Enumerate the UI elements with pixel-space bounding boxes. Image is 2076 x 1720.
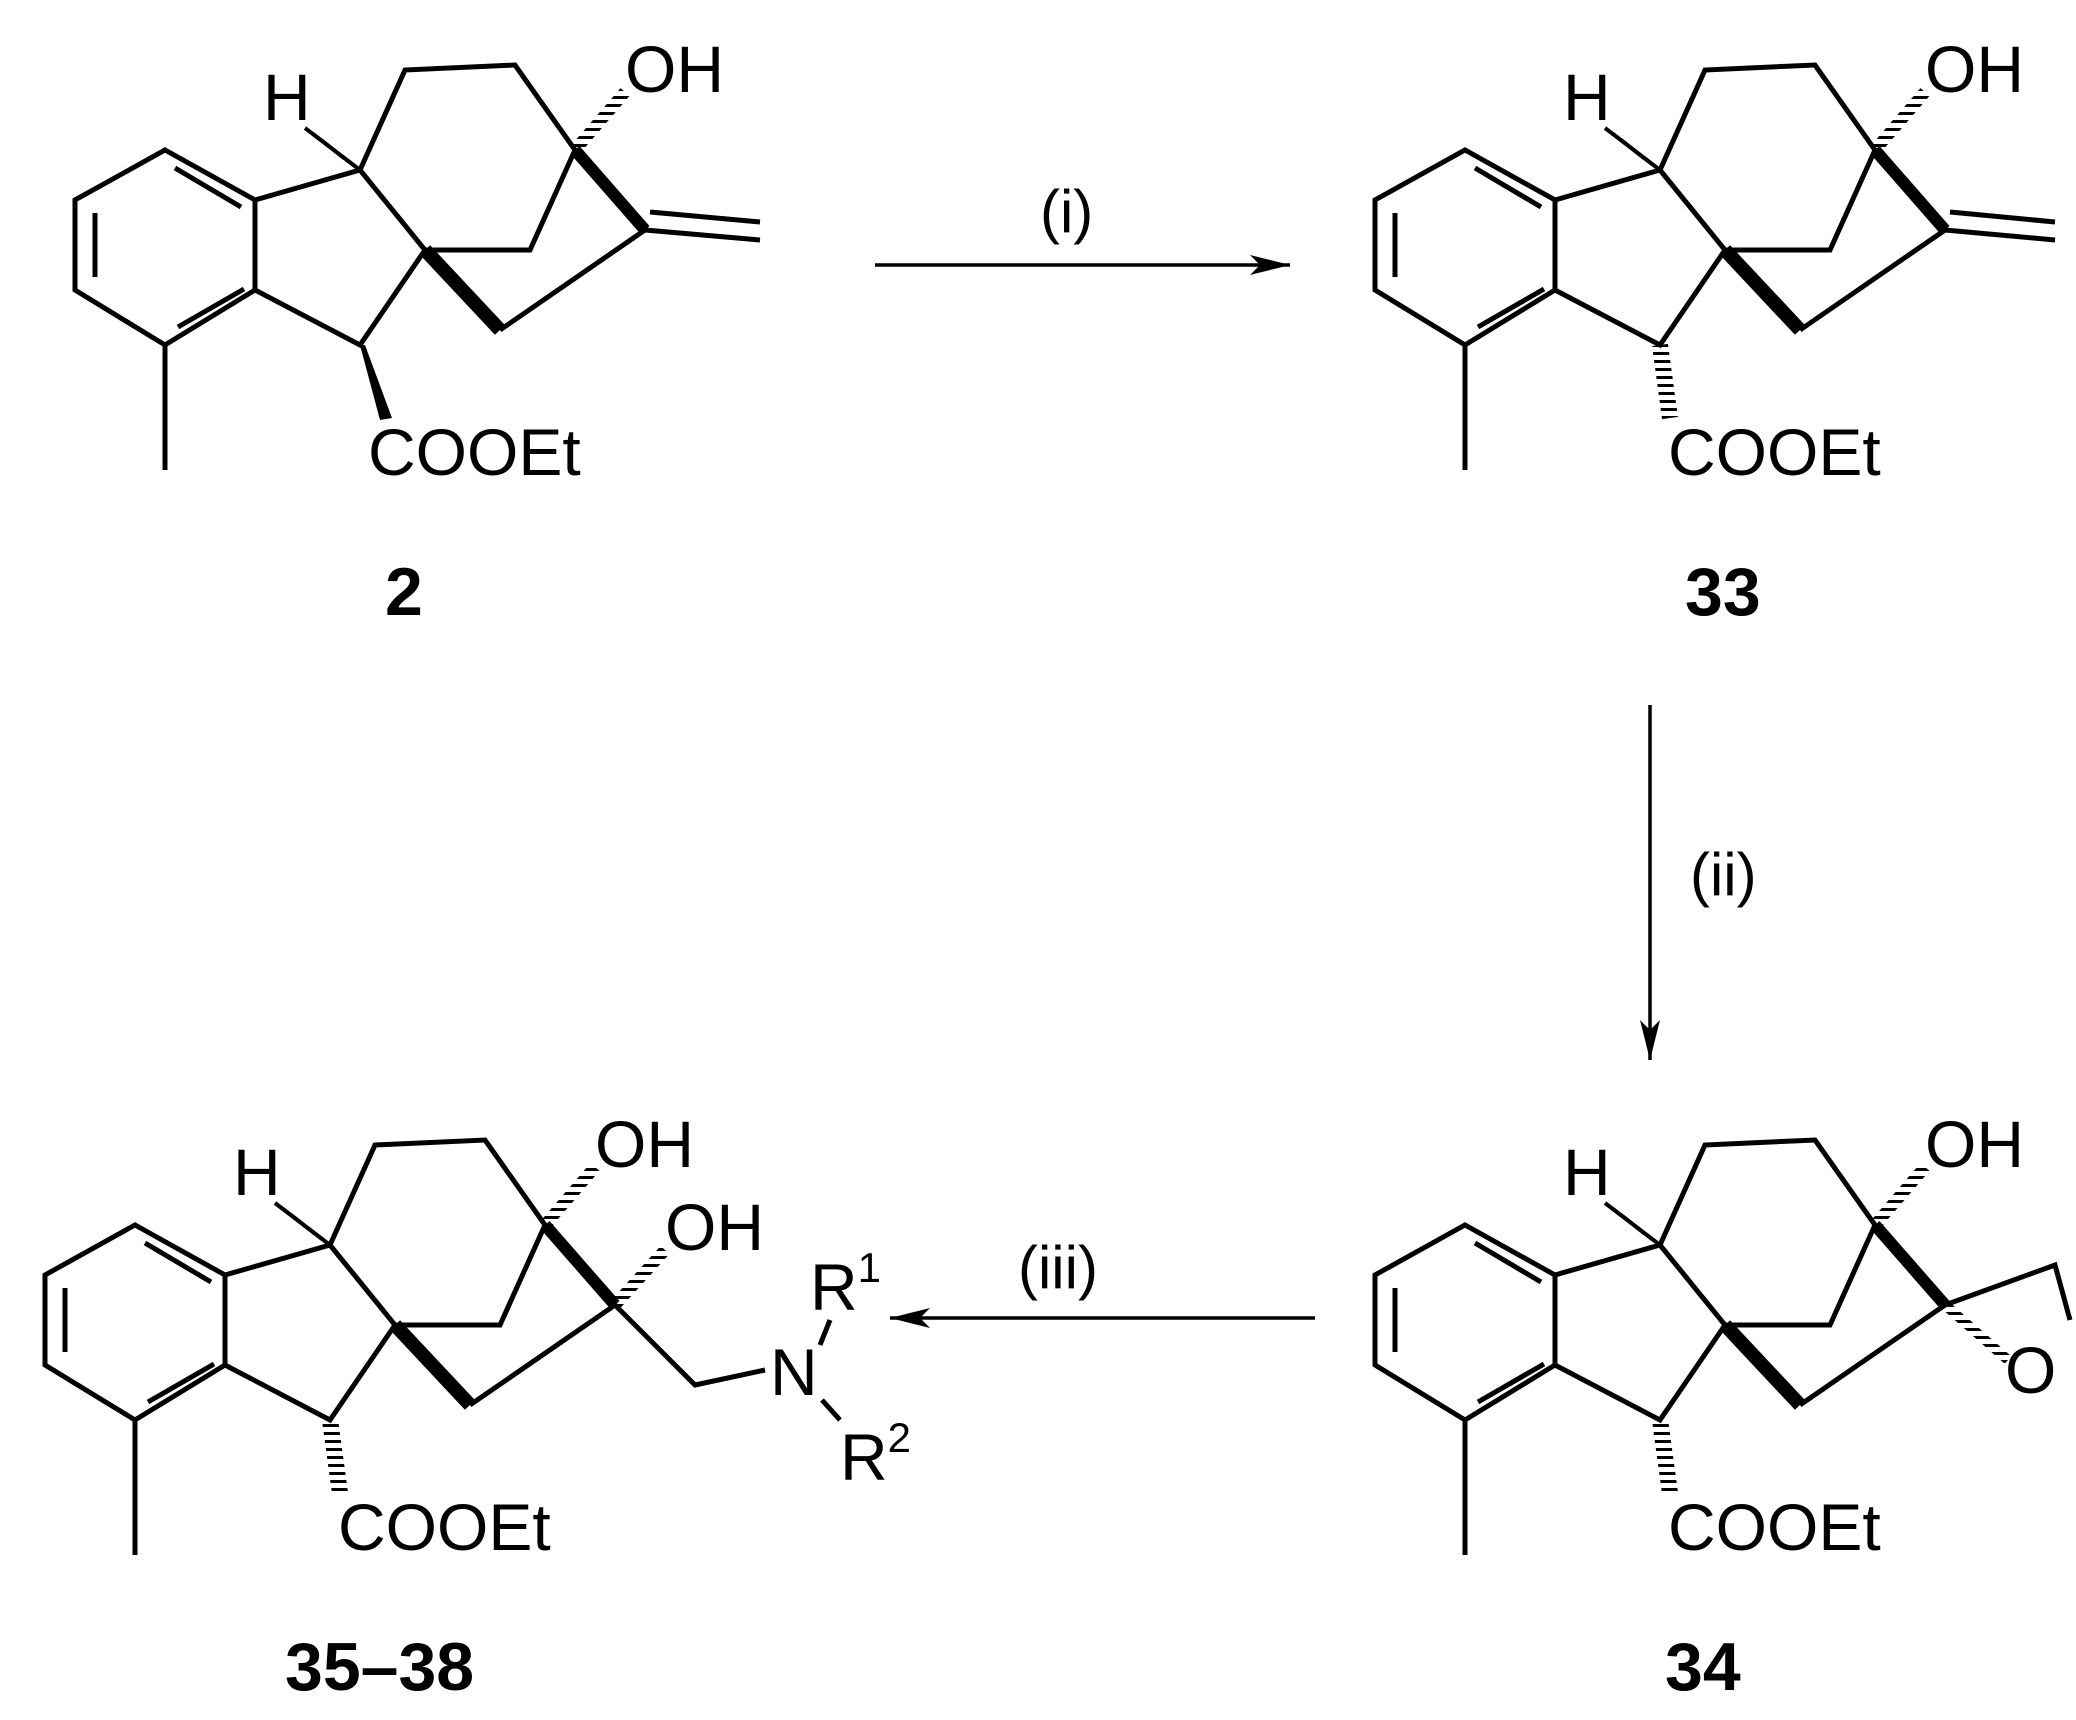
oh-label: OH — [625, 32, 724, 106]
ester-label: COOEt — [338, 1490, 551, 1564]
h-label: H — [263, 60, 311, 134]
step-label: (i) — [1040, 178, 1093, 245]
step-label: (ii) — [1690, 841, 1757, 908]
structure-34-bonds — [1372, 1137, 2073, 1555]
r2-label: R2 — [840, 1414, 911, 1494]
oh-label: OH — [1925, 1107, 2024, 1181]
oh-label: OH — [1925, 32, 2024, 106]
compound-34: H OH O COOEt 34 — [1372, 1107, 2073, 1705]
structure-35-38-bonds — [42, 1137, 842, 1555]
compound-33: H OH COOEt 33 — [1372, 32, 2056, 630]
epoxide-o-label: O — [2005, 1333, 2056, 1407]
ester-label: COOEt — [368, 415, 581, 489]
amine-n-label: N — [770, 1335, 818, 1409]
oh-label: OH — [595, 1107, 694, 1181]
step-iii: (iii) — [890, 1234, 1315, 1328]
ester-label: COOEt — [1668, 1490, 1881, 1564]
h-label: H — [1563, 1135, 1611, 1209]
compound-id: 34 — [1665, 1629, 1741, 1705]
h-label: H — [1563, 60, 1611, 134]
step-label: (iii) — [1018, 1234, 1098, 1301]
compound-35-38: H OH OH N R1 R2 COOEt 35–38 — [42, 1107, 911, 1705]
compound-id: 35–38 — [285, 1629, 474, 1705]
h-label: H — [233, 1135, 281, 1209]
oh2-label: OH — [665, 1190, 764, 1264]
step-ii: (ii) — [1640, 705, 1757, 1060]
structure-33-bonds — [1372, 62, 2056, 470]
step-i: (i) — [875, 178, 1290, 275]
ester-label: COOEt — [1668, 415, 1881, 489]
compound-id: 33 — [1685, 554, 1761, 630]
compound-id: 2 — [385, 554, 423, 630]
structure-2-bonds — [72, 62, 761, 470]
r1-label: R1 — [810, 1244, 881, 1324]
compound-2: H OH COOEt 2 — [72, 32, 761, 630]
